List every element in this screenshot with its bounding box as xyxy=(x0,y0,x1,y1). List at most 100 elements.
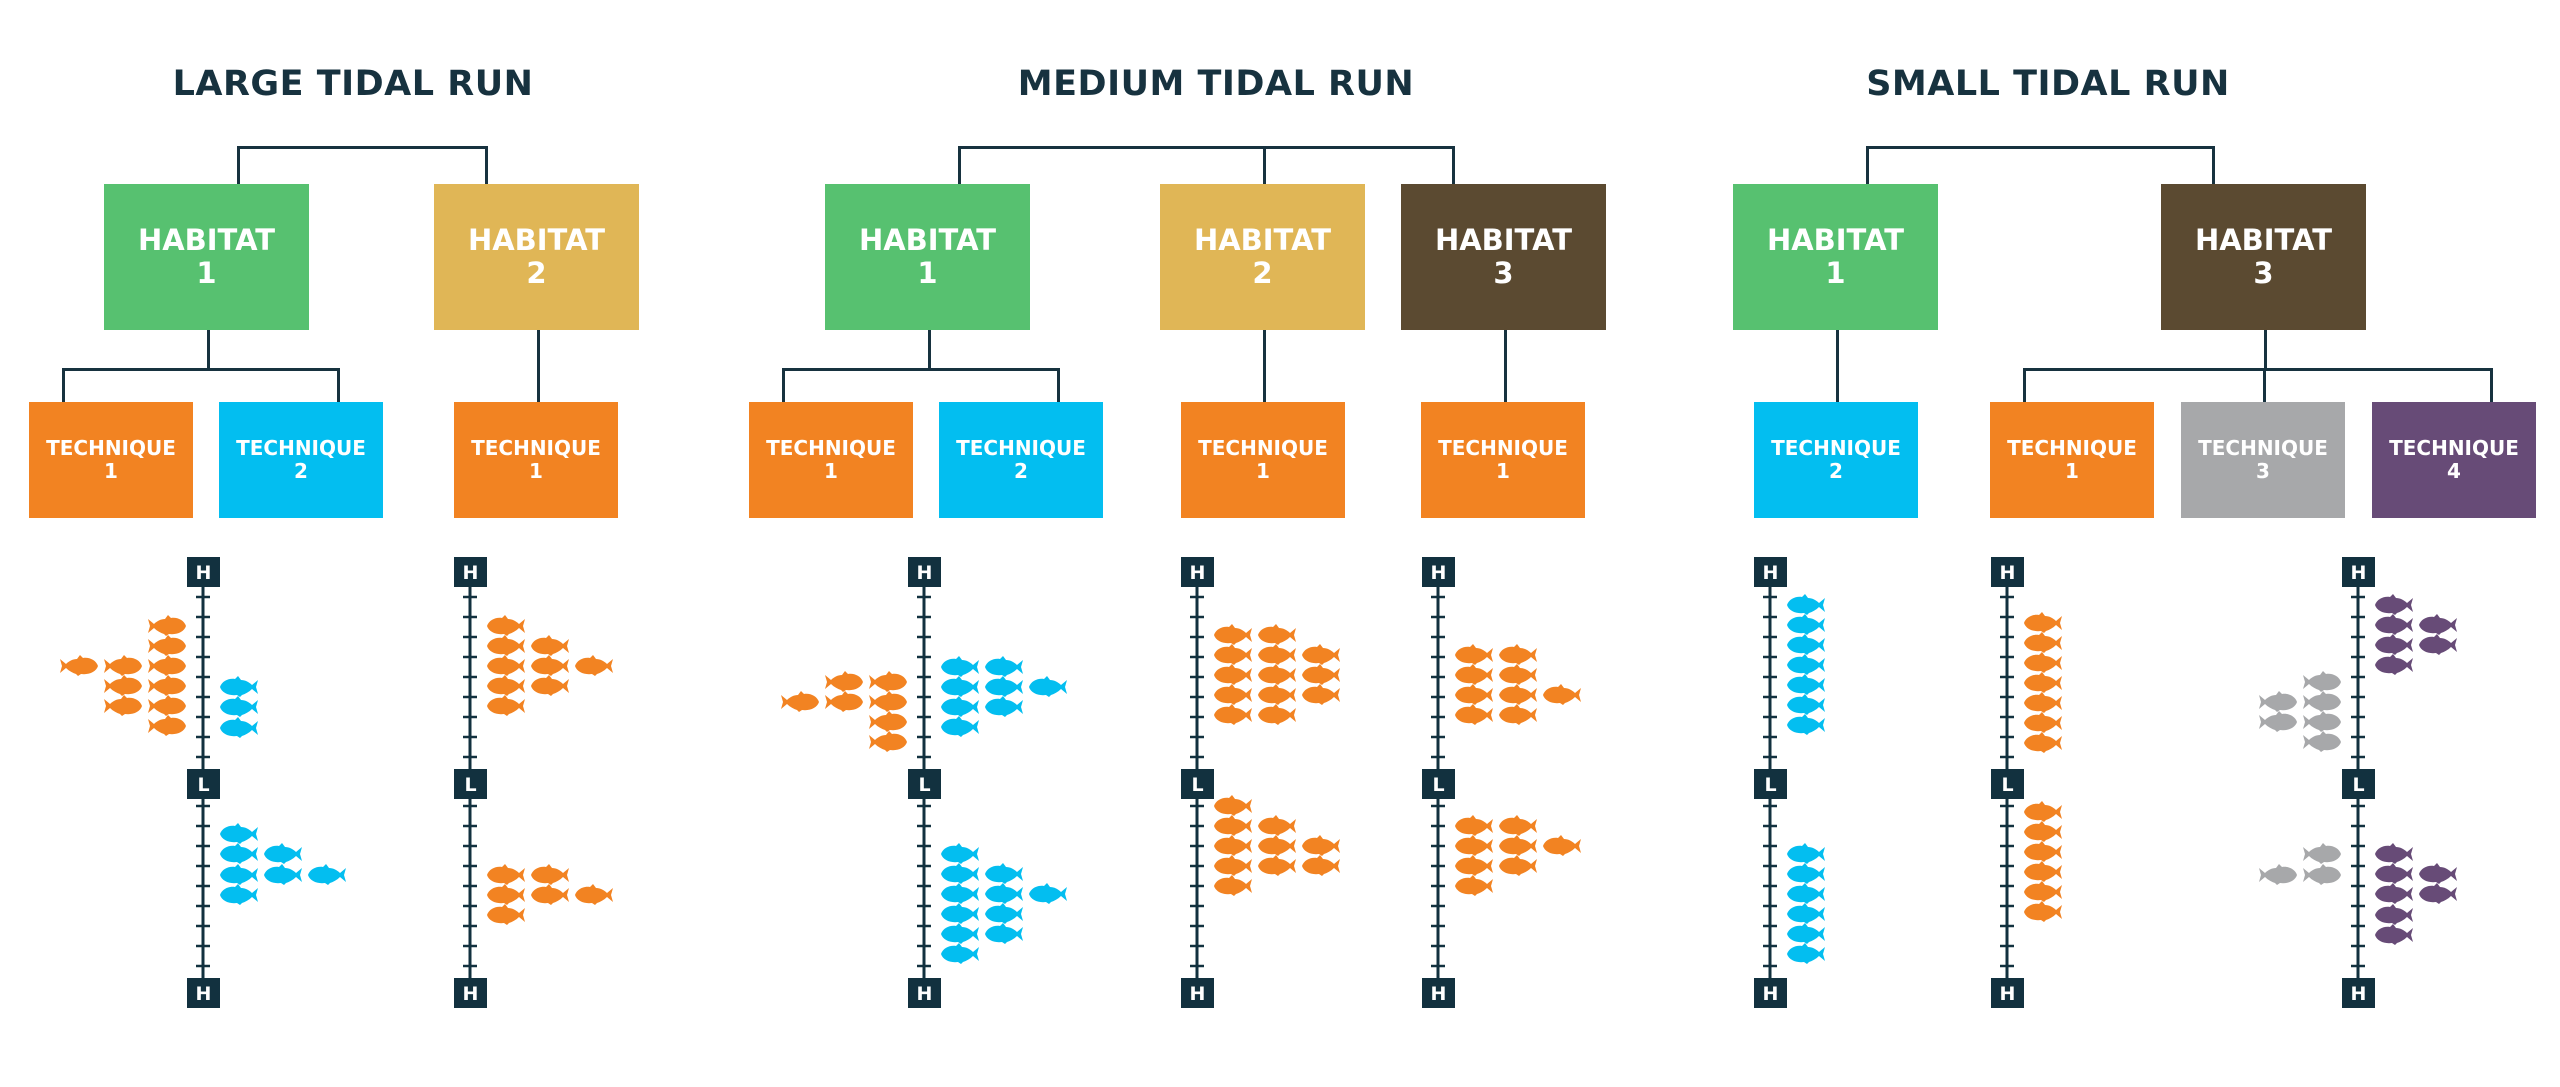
habitat-label: HABITAT xyxy=(858,222,997,257)
fish-icon xyxy=(1302,664,1340,685)
fish-icon xyxy=(1787,943,1825,964)
fish-icon xyxy=(1455,704,1493,725)
fish-icon xyxy=(575,884,613,905)
fish-icon xyxy=(148,715,186,736)
fish-icon xyxy=(2024,612,2062,633)
fish-icon xyxy=(2375,614,2413,635)
habitat-label: HABITAT xyxy=(1193,222,1332,257)
fish-icon xyxy=(531,884,569,905)
fish-icon xyxy=(2024,692,2062,713)
technique-number: 1 xyxy=(2065,459,2079,483)
marker-label: H xyxy=(917,983,933,1005)
tide-plot xyxy=(1190,572,1340,993)
fish-icon xyxy=(2024,801,2062,822)
fish-icon xyxy=(104,655,142,676)
technique-number: 1 xyxy=(104,459,118,483)
fish-icon xyxy=(531,635,569,656)
high-tide-marker: H xyxy=(1181,557,1214,587)
technique-connector xyxy=(61,368,341,371)
marker-box xyxy=(1181,557,1214,587)
fish-icon xyxy=(1787,614,1825,635)
fish-icon xyxy=(104,675,142,696)
fish-icon xyxy=(487,655,525,676)
high-tide-marker: H xyxy=(187,978,220,1008)
fish-icon xyxy=(2259,691,2297,712)
fish-icon xyxy=(220,696,258,717)
fish-icon xyxy=(1214,644,1252,665)
marker-label: H xyxy=(1763,562,1779,584)
high-tide-marker: H xyxy=(1754,557,1787,587)
high-tide-marker: H xyxy=(1754,978,1787,1008)
marker-label: H xyxy=(196,562,212,584)
fish-icon xyxy=(1787,843,1825,864)
marker-label: H xyxy=(463,562,479,584)
marker-box xyxy=(908,557,941,587)
fish-icon xyxy=(531,655,569,676)
fish-icon xyxy=(941,903,979,924)
fish-icon xyxy=(1214,664,1252,685)
fish-icon xyxy=(781,691,819,712)
fish-icon xyxy=(487,615,525,636)
marker-box xyxy=(908,978,941,1008)
fish-icon xyxy=(1258,855,1296,876)
fish-icon xyxy=(1787,903,1825,924)
fish-icon xyxy=(985,696,1023,717)
fish-icon xyxy=(869,671,907,692)
technique-label: TECHNIQUE xyxy=(1438,436,1568,460)
fish-icon xyxy=(985,903,1023,924)
technique-label: TECHNIQUE xyxy=(236,436,366,460)
marker-box xyxy=(1181,978,1214,1008)
fish-icon xyxy=(985,883,1023,904)
habitat-connector-drop xyxy=(2212,146,2216,184)
fish-icon xyxy=(1787,694,1825,715)
fish-icon xyxy=(1455,644,1493,665)
fish-icon xyxy=(941,696,979,717)
fish-icon xyxy=(941,943,979,964)
fish-icon xyxy=(220,823,258,844)
fish-icon xyxy=(2375,904,2413,925)
habitat-connector-drop xyxy=(237,146,241,184)
marker-box xyxy=(1754,978,1787,1008)
fish-icon xyxy=(2375,843,2413,864)
marker-box xyxy=(1754,557,1787,587)
group-title: LARGE TIDAL RUN xyxy=(172,64,534,104)
fish-icon xyxy=(2024,652,2062,673)
fish-icon xyxy=(264,843,302,864)
fish-icon xyxy=(1787,674,1825,695)
fish-icon xyxy=(869,691,907,712)
marker-box xyxy=(454,557,487,587)
fish-icon xyxy=(1499,644,1537,665)
marker-box xyxy=(1422,769,1455,799)
fish-icon xyxy=(2375,924,2413,945)
tide-plot xyxy=(1431,572,1581,993)
habitat-connector xyxy=(237,146,489,149)
fish-icon xyxy=(1214,815,1252,836)
fish-icon xyxy=(2259,864,2297,885)
habitat-connector-drop xyxy=(1866,146,1870,184)
marker-box xyxy=(1991,769,2024,799)
habitat-connector-drop xyxy=(1452,146,1456,184)
fish-icon xyxy=(1455,875,1493,896)
technique-number: 2 xyxy=(1014,459,1028,483)
technique-number: 2 xyxy=(294,459,308,483)
fish-icon xyxy=(148,695,186,716)
technique-connector-drop xyxy=(2022,368,2026,402)
marker-label: L xyxy=(918,774,930,796)
fish-icon xyxy=(1787,714,1825,735)
fish-icon xyxy=(941,863,979,884)
group-title: MEDIUM TIDAL RUN xyxy=(1017,64,1415,104)
fish-icon xyxy=(531,864,569,885)
marker-label: H xyxy=(1190,562,1206,584)
fish-icon xyxy=(2024,732,2062,753)
technique-label: TECHNIQUE xyxy=(1771,436,1901,460)
fish-icon xyxy=(1455,684,1493,705)
fish-icon xyxy=(487,635,525,656)
technique-label: TECHNIQUE xyxy=(766,436,896,460)
tide-plot xyxy=(2000,572,2062,993)
fish-icon xyxy=(2303,691,2341,712)
